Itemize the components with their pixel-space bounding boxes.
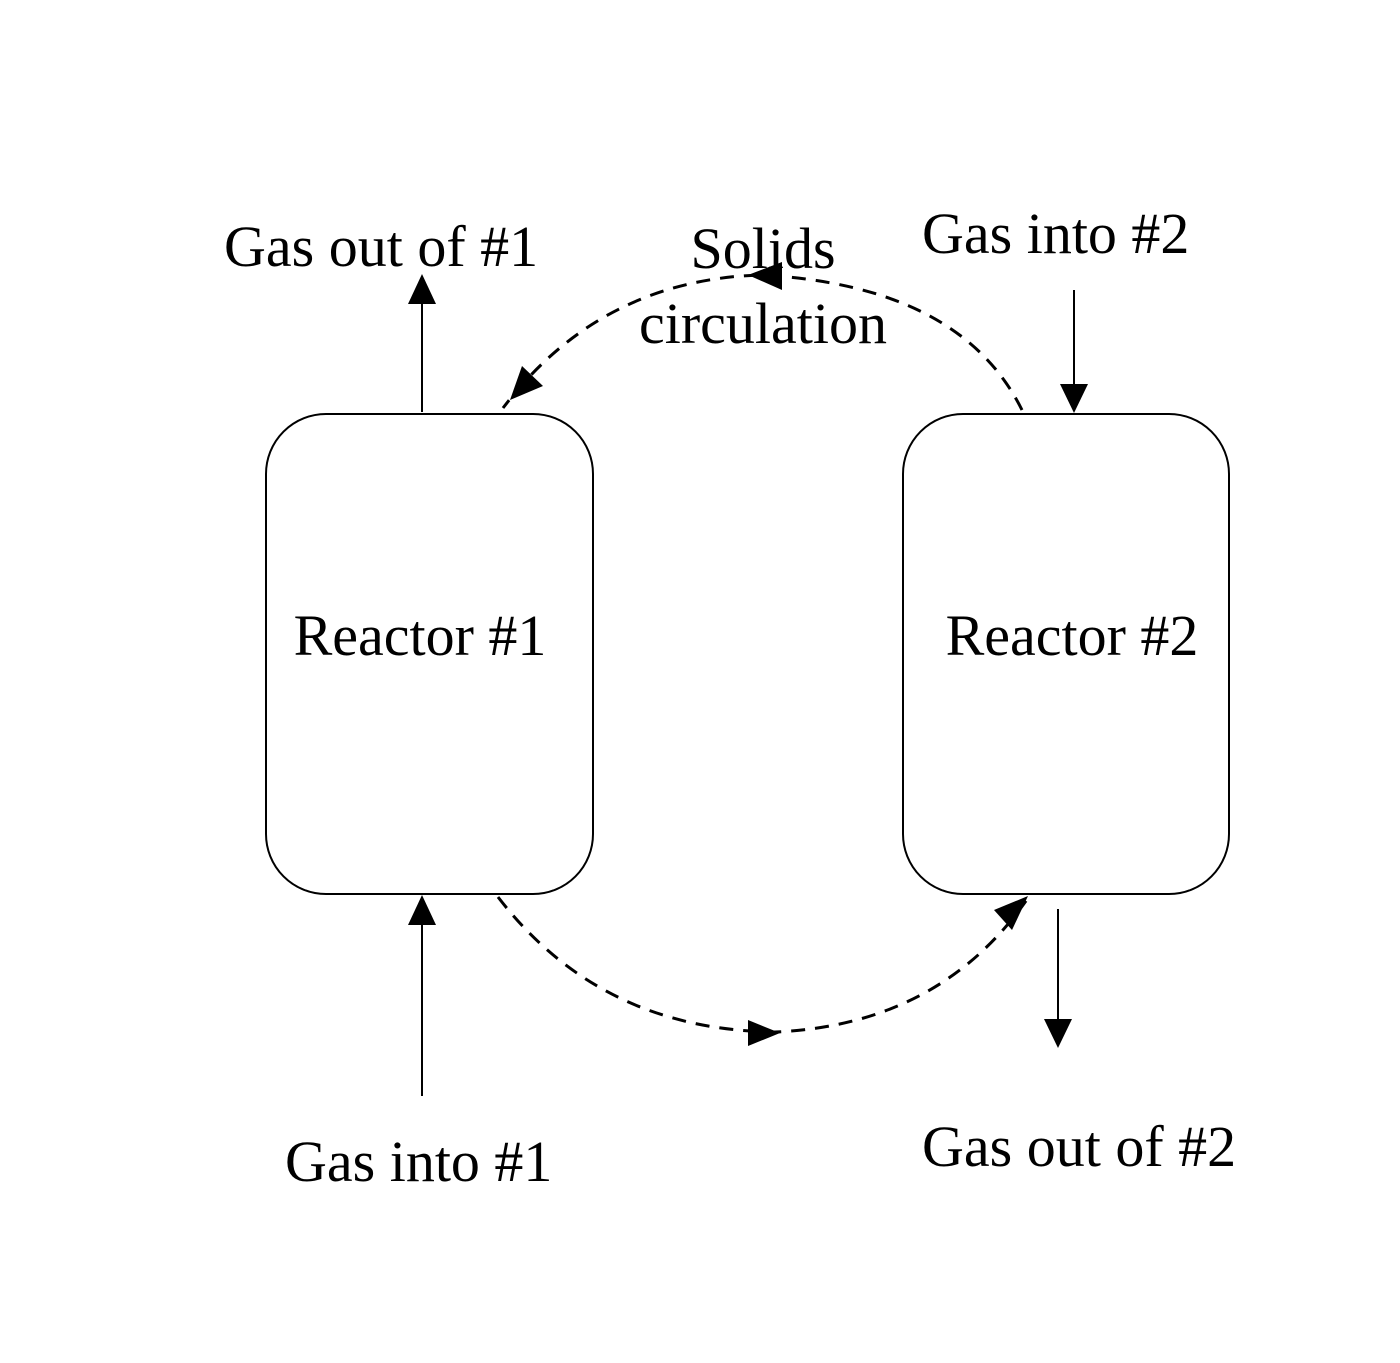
gas-into-1-label: Gas into #1 xyxy=(285,1133,552,1191)
solids-label-line2: circulation xyxy=(639,295,887,353)
gas-out-2-label: Gas out of #2 xyxy=(922,1118,1236,1176)
solids-top-arrowhead-2 xyxy=(510,366,543,400)
solids-bottom-arrowhead-1 xyxy=(748,1020,780,1046)
solids-circulation-bottom-arc xyxy=(498,897,1028,1032)
gas-into-2-label: Gas into #2 xyxy=(922,205,1189,263)
gas-out-2-arrowhead xyxy=(1044,1019,1072,1048)
gas-into-1-arrowhead xyxy=(408,895,436,925)
reactor-2-label: Reactor #2 xyxy=(946,607,1199,665)
solids-label-line1: Solids xyxy=(690,220,835,278)
solids-bottom-arrowhead-2 xyxy=(994,896,1028,930)
gas-into-2-arrowhead xyxy=(1060,384,1088,413)
gas-out-1-label: Gas out of #1 xyxy=(224,218,538,276)
reactor-1-label: Reactor #1 xyxy=(294,607,547,665)
